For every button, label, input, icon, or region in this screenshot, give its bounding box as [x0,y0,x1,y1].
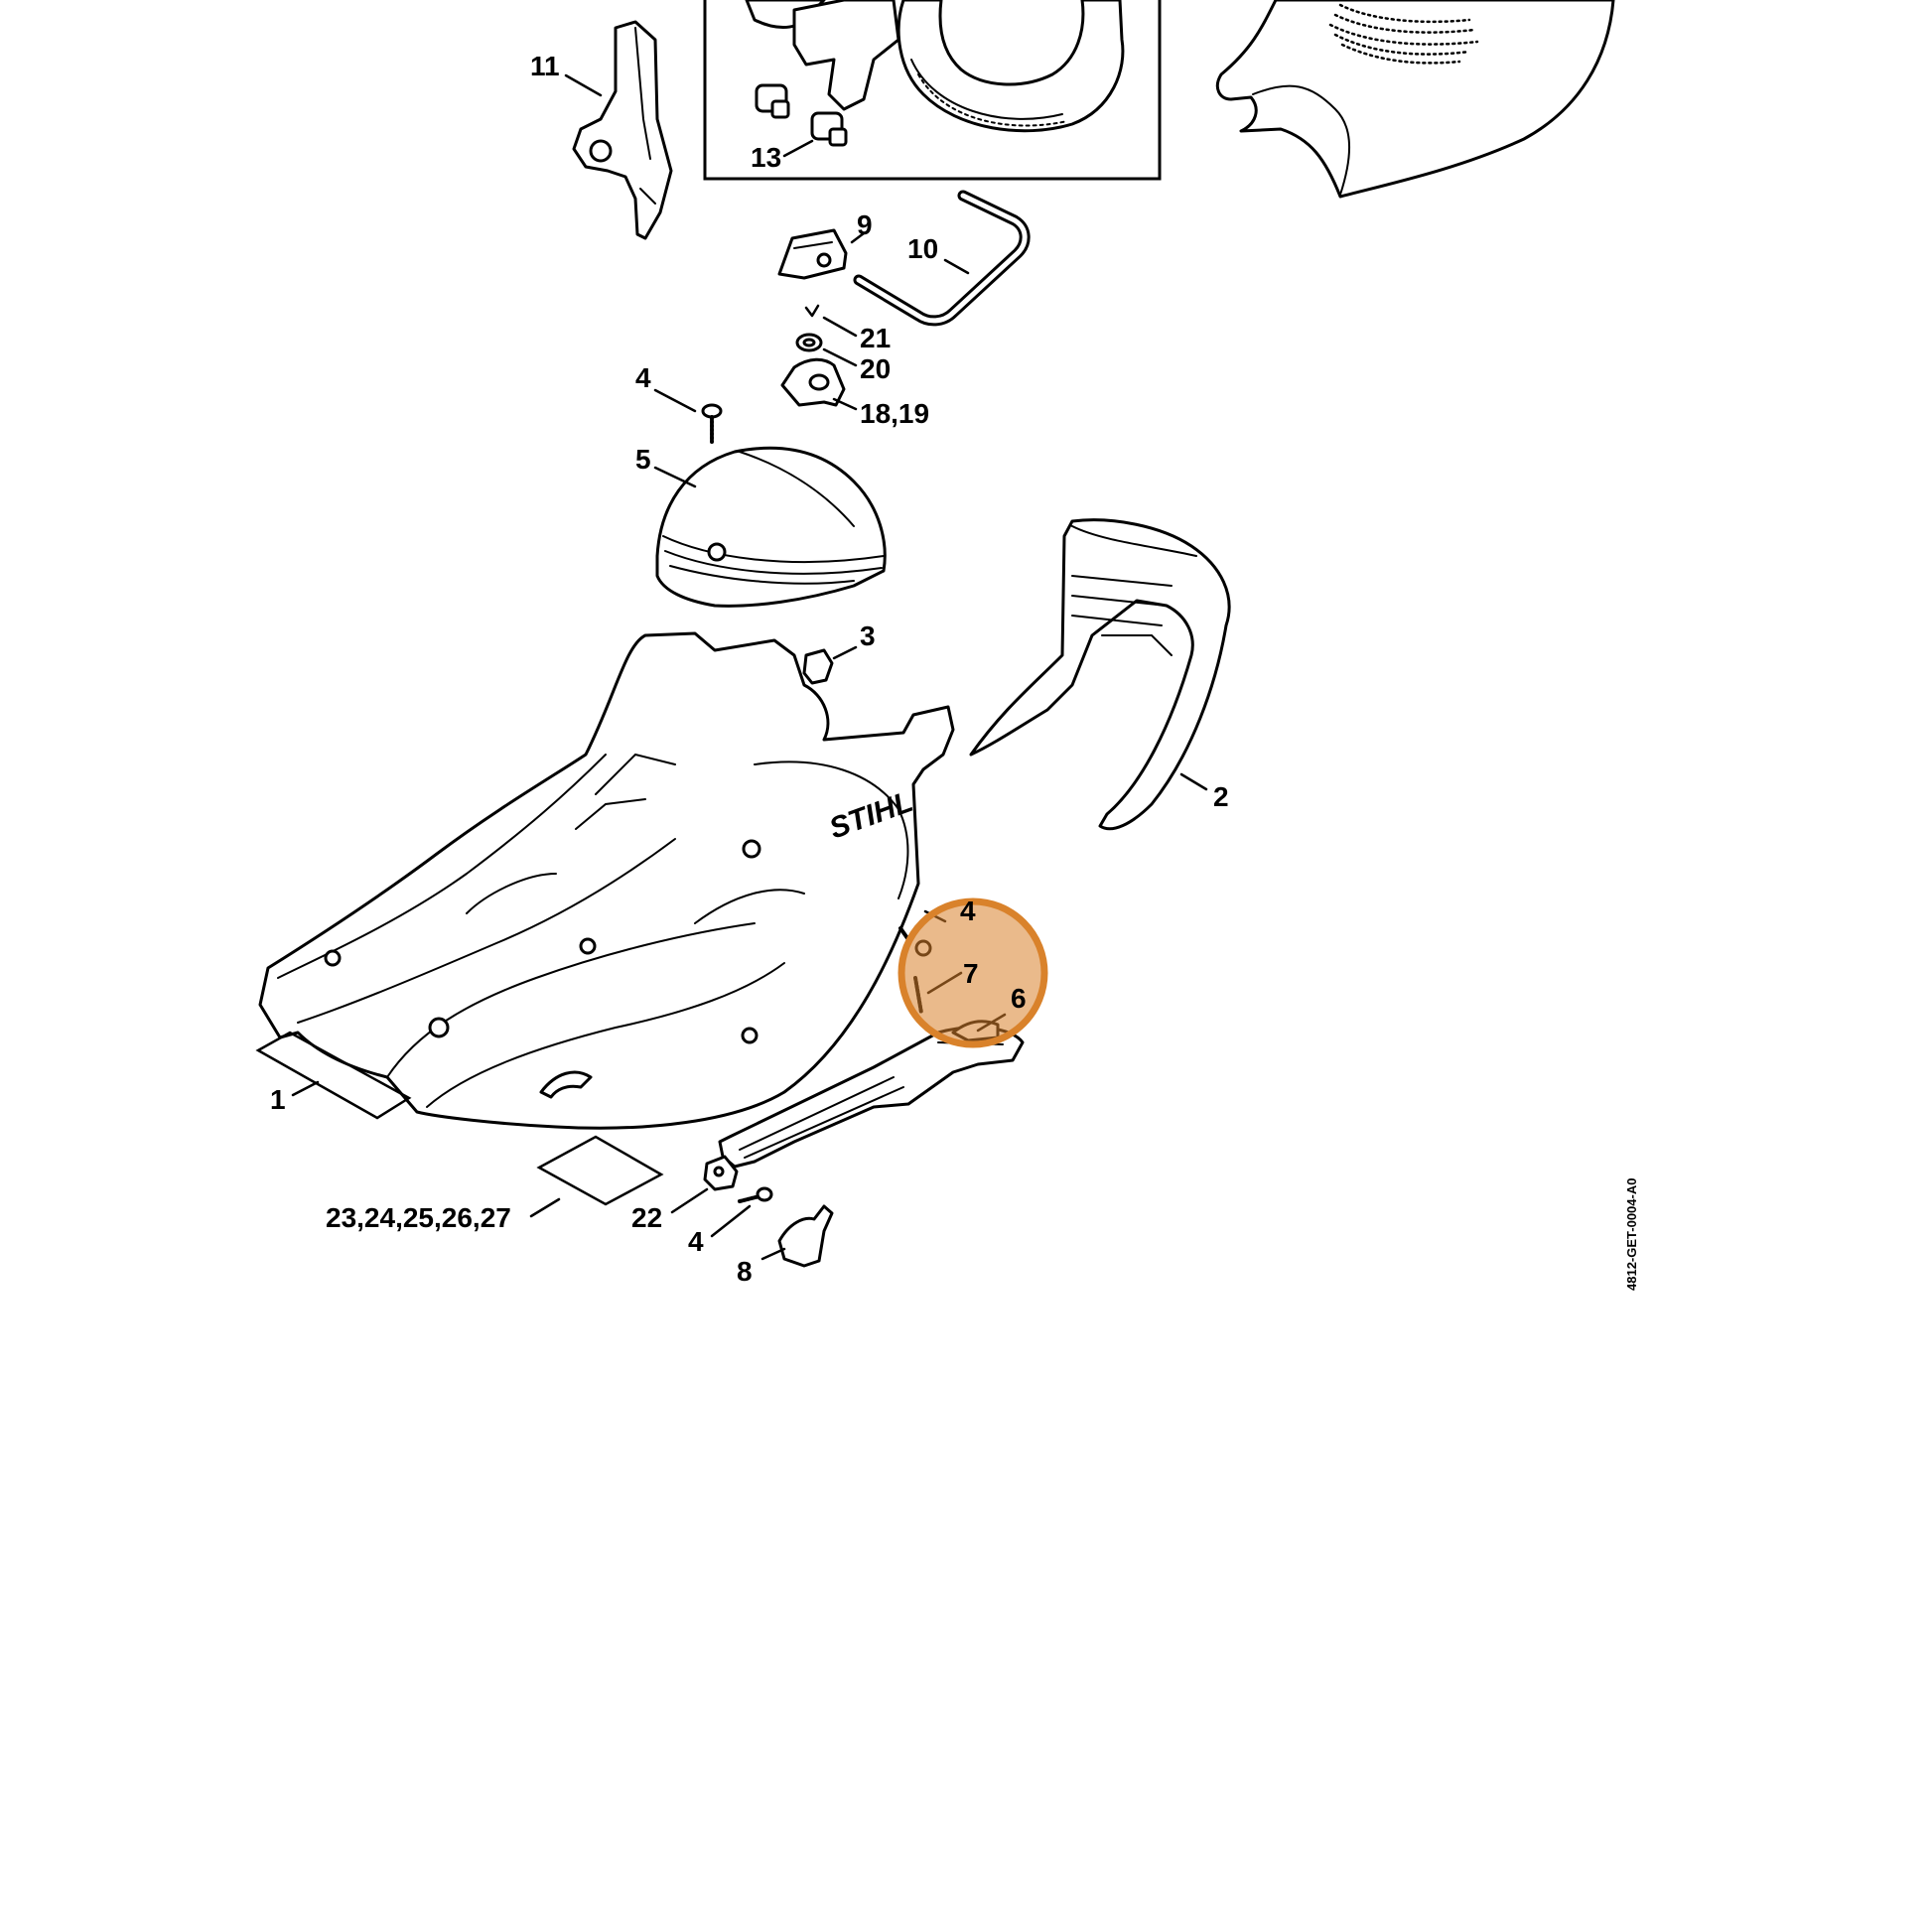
screw-part-4-mid [898,926,909,940]
inset-box [703,0,1162,181]
label-sheet-part-23-27 [536,1135,664,1206]
callout-8: 8 [737,1256,753,1287]
screw-part-4-top [701,403,723,444]
callout-3: 3 [860,621,876,651]
callout-13: 13 [751,142,781,173]
callout-7: 7 [963,958,979,989]
callout-4-mid: 4 [960,896,976,926]
wire-bow-part-10 [853,190,1031,327]
clip-part-9 [777,228,848,280]
callout-9: 9 [857,209,873,240]
callout-22: 22 [631,1202,662,1233]
callout-5: 5 [635,444,651,475]
callout-11: 11 [530,51,560,81]
document-id: 4812-GET-0004-A0 [1624,1178,1639,1291]
clip-part-22 [703,1155,739,1191]
callout-23-27: 23,24,25,26,27 [326,1202,511,1233]
leader-lines [291,73,1208,1261]
label-sheet-part-1 [255,1031,412,1120]
callout-2: 2 [1213,781,1229,812]
callout-6: 6 [1011,983,1027,1014]
brush-part-13 [755,83,848,147]
highlight-circle [897,897,1048,1048]
screw-part-4-bottom [738,1186,773,1203]
callout-20: 20 [860,353,891,384]
bracket-part-11 [572,20,673,240]
cover-part-5 [655,446,887,608]
upper-housing-shell [1215,0,1615,199]
callout-1: 1 [270,1084,286,1115]
callout-10: 10 [907,233,938,264]
main-housing-part-1: STIHL [258,631,955,1130]
callout-18-19: 18,19 [860,398,929,429]
callout-4-bottom: 4 [688,1226,704,1257]
callout-4-top: 4 [635,362,651,393]
side-shroud-part-2 [969,518,1231,831]
callout-21: 21 [860,323,891,353]
lock-button-part-8 [777,1204,834,1268]
small-parts-stack [780,304,846,407]
